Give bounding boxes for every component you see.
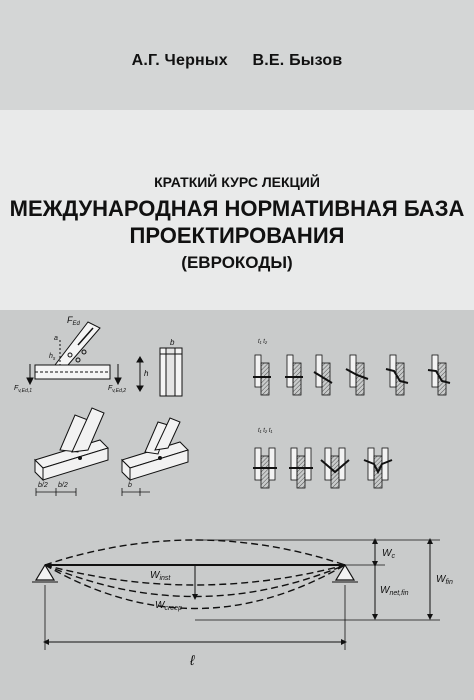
w-net-fin-label: Wnet,fin bbox=[380, 585, 409, 597]
series-label: КРАТКИЙ КУРС ЛЕКЦИЙ bbox=[154, 174, 320, 190]
isometric-joint-left bbox=[34, 407, 109, 482]
w-inst-label: Winst bbox=[150, 570, 171, 582]
connector-modes-bottom-row bbox=[253, 447, 393, 489]
dim-hs-label: hs bbox=[49, 353, 56, 362]
dim-b-label: b bbox=[170, 338, 175, 347]
technical-drawings: FEd Fv,Ed,1 Fv,Ed,2 a hs h b bbox=[14, 315, 453, 668]
dim-h-label: h bbox=[144, 369, 149, 378]
w-fin-label: Wfin bbox=[436, 574, 453, 586]
author-2: В.Е. Бызов bbox=[252, 52, 343, 69]
title-line-2: ПРОЕКТИРОВАНИЯ bbox=[129, 223, 345, 248]
authors: А.Г. Черных В.Е. Бызов bbox=[0, 52, 474, 70]
w-c-label: Wc bbox=[382, 548, 395, 560]
beam-deflection-drawing bbox=[32, 538, 440, 650]
isometric-joint-right bbox=[121, 417, 189, 482]
dim-b-iso-label: b bbox=[128, 482, 132, 489]
title-line-1: МЕЖДУНАРОДНАЯ НОРМАТИВНАЯ БАЗА bbox=[9, 196, 465, 221]
dim-b2-right-label: b/2 bbox=[58, 482, 68, 489]
force-ed-label: FEd bbox=[67, 315, 81, 327]
thickness-top-label: t₁ t₂ bbox=[258, 339, 268, 345]
book-title: МЕЖДУНАРОДНАЯ НОРМАТИВНАЯ БАЗА ПРОЕКТИРО… bbox=[0, 195, 474, 249]
span-label: ℓ bbox=[189, 652, 195, 668]
author-1: А.Г. Черных bbox=[131, 52, 228, 69]
dim-a-label: a bbox=[54, 335, 58, 342]
dim-b2-left-label: b/2 bbox=[38, 482, 48, 489]
joint-elevation-drawing bbox=[26, 321, 183, 397]
title-band bbox=[0, 110, 474, 310]
thickness-bottom-label: t₁ t₂ t₁ bbox=[258, 428, 273, 434]
top-band bbox=[0, 0, 474, 110]
book-subtitle: (ЕВРОКОДЫ) bbox=[181, 253, 293, 272]
w-creep-label: Wcreep bbox=[155, 600, 182, 612]
force-v2-label: Fv,Ed,2 bbox=[108, 385, 126, 394]
connector-modes-top-row bbox=[253, 354, 451, 396]
force-v1-label: Fv,Ed,1 bbox=[14, 385, 32, 394]
